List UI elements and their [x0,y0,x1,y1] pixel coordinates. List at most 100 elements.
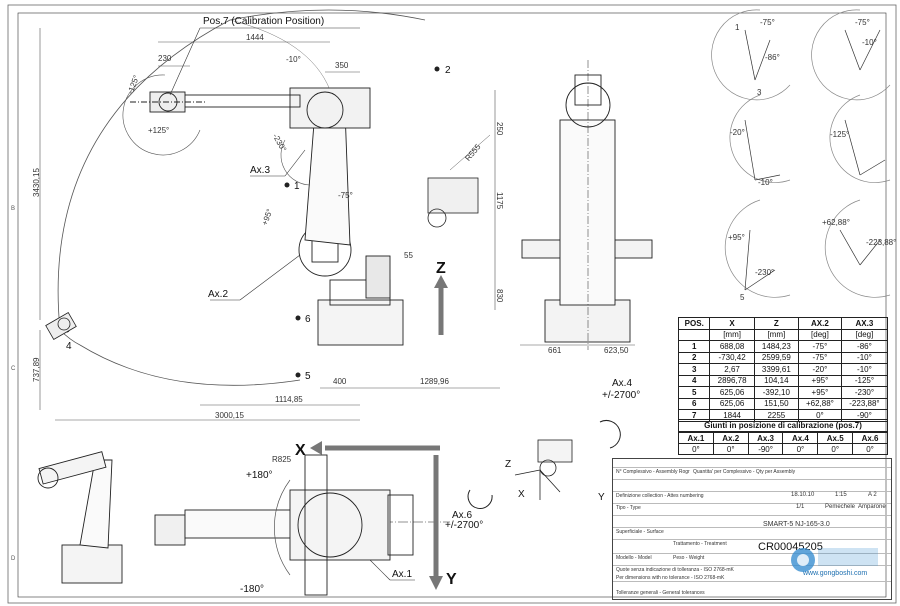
table-cell: -10° [840,363,889,376]
dim-1289: 1289,96 [420,377,449,386]
tb-field: Superficiale - Surface [616,529,664,535]
table-unit-cell: [mm] [709,328,755,341]
table-cell: -86° [840,340,889,353]
tb-scale: 1:15 [835,492,847,498]
robot-pose-r555 [427,134,491,228]
table-row: 5 625,06 -392,10 +95° -230° [677,386,889,399]
pose-diagram-label: +95° [728,233,745,242]
table-row: 6 625,06 151,50 +62,88° -223,88° [677,397,889,410]
table-cell: -75° [797,351,842,364]
border-zone-marks: B C D [11,206,16,562]
tb-field: Tolleranze generali - General tolerances [616,590,705,596]
table-cell: 3 [677,363,711,376]
table-cell: 4 [677,374,711,387]
pose-diagram-label: -10° [758,178,773,187]
dim-3000: 3000,15 [215,411,244,420]
axis-2-label: Ax.2 [208,289,228,300]
table-unit-cell [677,328,711,341]
point-6-label: 6 [305,314,311,325]
tb-field: N° Complessivo - Assembly Rogr [616,469,690,475]
tb-field: Per dimensions with no tolerance - ISO 2… [616,575,725,581]
table-cell: 0° [782,443,819,455]
point-5-label: 5 [305,371,311,382]
z-small-label: Z [505,459,511,470]
dim-400: 400 [333,377,347,386]
dim-minus75: -75° [338,191,353,200]
table-cell: 625,06 [709,386,755,399]
table-cell: +95° [797,386,842,399]
robot-front-view [521,60,653,350]
table-cell: 0° [712,443,749,455]
table-header-cell: Ax.3 [747,432,784,444]
table-cell: 3399,61 [753,363,799,376]
calibration-table: Giunti in posizione di calibrazione (pos… [678,419,888,455]
calibration-title: Giunti in posizione di calibrazione (pos… [678,419,888,432]
point-2-label: 2 [445,65,451,76]
table-cell: 2 [677,351,711,364]
z-axis-label: Z [436,260,446,277]
pose-diagram-label: -125° [830,130,849,139]
svg-text:C: C [11,366,16,372]
table-cell: 1844 [709,409,755,422]
table-cell: +62,88° [797,397,842,410]
dimension-lines [39,28,635,421]
table-cell: 2896,78 [709,374,755,387]
table-cell: 2,67 [709,363,755,376]
table-cell: -10° [840,351,889,364]
table-row: 3 2,67 3399,61 -20° -10° [677,363,889,376]
pose-diagram-label: +62,88° [822,218,850,227]
svg-text:D: D [11,556,16,562]
table-header-cell: Ax.6 [852,432,888,444]
table-row: 0° 0° -90° 0° 0° 0° [678,443,888,455]
pose-diagram-label: -20° [730,128,745,137]
table-cell: -90° [747,443,784,455]
minus-180-label: -180° [240,584,264,595]
tb-field: Quote senza indicazione di tolleranza - … [616,567,734,573]
table-header-cell: X [709,317,755,330]
pose-diagram-label: -75° [855,18,870,27]
ax4-rotation [599,420,621,449]
pose-diagram-label: 1 [735,23,740,32]
wrist-sketch-ax4 [514,439,573,500]
table-cell: 151,50 [753,397,799,410]
axis-4-label: Ax.4 [612,378,632,389]
table-cell: 0° [817,443,854,455]
axis-6-range: +/-2700° [445,520,483,531]
tb-field: Quantita' per Complessivo - Qty per Asse… [693,469,796,475]
table-cell: 1484,23 [753,340,799,353]
pose-diagram-label: -75° [760,18,775,27]
table-cell: -223,88° [840,397,889,410]
tb-field: Definizione collection - Attes numbering [616,493,704,499]
pose-diagram-label: 5 [740,293,745,302]
dim-230: 230 [158,54,172,63]
robot-isometric [37,451,123,584]
work-envelope-arc [57,9,426,331]
table-row: 2 -730,42 2599,59 -75° -10° [677,351,889,364]
ax6-rotation [467,489,493,509]
table-cell: +95° [797,374,842,387]
axis-4-range: +/-2700° [602,390,640,401]
table-cell: 2255 [753,409,799,422]
table-header-row: POS. X Z AX.2 AX.3 [677,317,889,330]
pose-diagram-label: -86° [765,53,780,62]
table-cell: 6 [677,397,711,410]
table-header-cell: AX.3 [840,317,889,330]
table-header-cell: Ax.5 [817,432,854,444]
table-cell: 2599,59 [753,351,799,364]
watermark-logo [791,548,878,572]
table-cell: 0° [678,443,714,455]
tb-designer: Pemechele [825,504,856,510]
table-cell: -230° [840,386,889,399]
watermark-url: www.gongboshi.com [803,570,868,577]
dim-3430: 3430,15 [32,168,41,197]
dim-661: 661 [548,346,562,355]
pose-diagram-label: -230° [755,268,774,277]
pose-diagrams [711,9,891,298]
table-header-row: Ax.1 Ax.2 Ax.3 Ax.4 Ax.5 Ax.6 [678,432,888,444]
svg-text:B: B [11,206,15,212]
robot-top-view [154,454,450,596]
tb-field: Trattamento - Treatment [673,541,727,547]
robot-side-view [130,87,404,346]
